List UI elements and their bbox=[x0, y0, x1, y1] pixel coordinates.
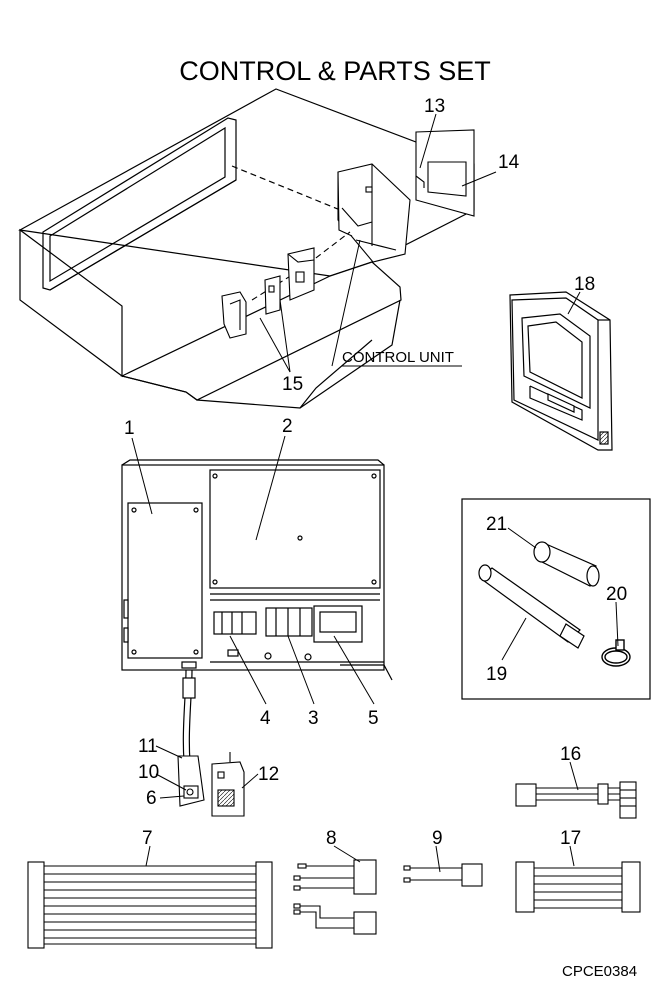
label-1: 1 bbox=[124, 418, 135, 439]
label-6: 6 bbox=[146, 788, 157, 809]
label-18: 18 bbox=[574, 274, 595, 295]
drawing-code: CPCE0384 bbox=[562, 963, 637, 980]
harness-17 bbox=[515, 861, 641, 913]
label-5: 5 bbox=[368, 708, 379, 729]
harness-16 bbox=[515, 781, 637, 819]
label-15: 15 bbox=[282, 374, 303, 395]
hose-band-20 bbox=[601, 639, 631, 667]
control-unit-board bbox=[121, 459, 393, 681]
harness-8 bbox=[293, 859, 377, 935]
label-17: 17 bbox=[560, 828, 581, 849]
label-14: 14 bbox=[498, 152, 520, 173]
sensor-holder-11 bbox=[177, 755, 205, 807]
label-11: 11 bbox=[138, 736, 158, 757]
diagram-title: CONTROL & PARTS SET bbox=[179, 56, 491, 86]
label-4: 4 bbox=[260, 708, 271, 729]
harness-7 bbox=[27, 861, 273, 949]
insulation-tube-21 bbox=[533, 541, 600, 587]
bracket-15 bbox=[221, 247, 315, 339]
leader-lines bbox=[131, 113, 619, 873]
harness-9 bbox=[403, 863, 483, 887]
label-3: 3 bbox=[308, 708, 319, 729]
label-12: 12 bbox=[258, 764, 279, 785]
label-8: 8 bbox=[326, 828, 337, 849]
remote-controller-18 bbox=[509, 291, 613, 451]
label-7: 7 bbox=[142, 828, 153, 849]
drain-pipe-19 bbox=[478, 564, 585, 649]
part-12 bbox=[211, 752, 245, 817]
label-19: 19 bbox=[486, 664, 507, 685]
label-16: 16 bbox=[560, 744, 581, 765]
label-20: 20 bbox=[606, 584, 627, 605]
label-2: 2 bbox=[282, 416, 293, 437]
panel-13 bbox=[415, 129, 475, 217]
control-unit-label: CONTROL UNIT bbox=[342, 349, 454, 366]
label-21: 21 bbox=[486, 514, 507, 535]
label-13: 13 bbox=[424, 96, 445, 117]
label-9: 9 bbox=[432, 828, 443, 849]
label-10: 10 bbox=[138, 762, 159, 783]
